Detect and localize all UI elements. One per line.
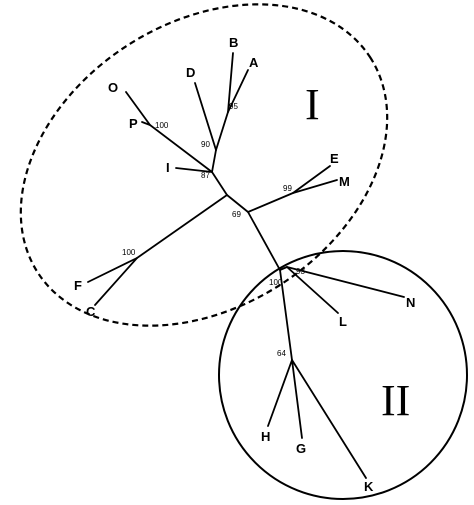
tip-label-G: G bbox=[296, 441, 306, 456]
branch-root-to-clade2 bbox=[279, 266, 288, 271]
branch-root-to-HGK bbox=[279, 269, 293, 361]
branch-H bbox=[267, 359, 293, 427]
tip-label-K: K bbox=[364, 479, 374, 494]
branch-inner-to-upper bbox=[226, 194, 249, 213]
tip-label-I: I bbox=[166, 160, 170, 175]
support-values: 95 90 100 87 99 69 100 93 100 64 bbox=[122, 102, 305, 358]
branch-90-to-95 bbox=[215, 111, 229, 151]
group-1-label: I bbox=[305, 80, 320, 129]
branch-87-to-90 bbox=[211, 149, 217, 173]
branches bbox=[87, 52, 405, 479]
branch-L bbox=[286, 266, 339, 314]
branch-I bbox=[175, 167, 213, 173]
support-value-100-root: 100 bbox=[269, 278, 283, 287]
branch-M bbox=[292, 179, 338, 194]
group-2-outline bbox=[218, 250, 468, 500]
tip-label-H: H bbox=[261, 429, 270, 444]
branch-P bbox=[141, 121, 151, 126]
tip-label-F: F bbox=[74, 278, 82, 293]
branch-A bbox=[227, 69, 249, 113]
support-value-64: 64 bbox=[277, 349, 286, 358]
branch-C bbox=[94, 257, 138, 306]
tip-label-C: C bbox=[86, 304, 96, 319]
tip-label-O: O bbox=[108, 80, 118, 95]
tip-label-B: B bbox=[229, 35, 238, 50]
group-1-outline bbox=[19, 3, 389, 327]
support-value-87: 87 bbox=[201, 171, 210, 180]
branch-N bbox=[286, 266, 405, 298]
tip-label-L: L bbox=[339, 314, 347, 329]
support-value-90: 90 bbox=[201, 140, 210, 149]
support-value-99: 99 bbox=[283, 184, 292, 193]
support-value-95: 95 bbox=[229, 102, 238, 111]
branch-O bbox=[125, 91, 151, 126]
support-value-100-op: 100 bbox=[155, 121, 169, 130]
branch-F bbox=[87, 257, 138, 283]
tip-label-D: D bbox=[186, 65, 195, 80]
branch-87-to-OP bbox=[149, 124, 213, 173]
support-value-69: 69 bbox=[232, 210, 241, 219]
tip-label-N: N bbox=[406, 295, 415, 310]
tip-labels: B A D O P I E M F C N L H G K bbox=[74, 35, 415, 494]
group-2-label: II bbox=[381, 376, 410, 425]
branch-D bbox=[194, 82, 217, 151]
support-value-93: 93 bbox=[296, 267, 305, 276]
tip-label-E: E bbox=[330, 151, 339, 166]
tip-label-A: A bbox=[249, 55, 259, 70]
branch-upper-to-87 bbox=[211, 171, 228, 196]
branch-root-to-inner bbox=[247, 211, 281, 271]
tip-label-M: M bbox=[339, 174, 350, 189]
support-value-100-fc: 100 bbox=[122, 248, 136, 257]
branch-B bbox=[227, 52, 234, 113]
tip-label-P: P bbox=[129, 116, 138, 131]
branch-inner-to-EM bbox=[247, 192, 294, 213]
branch-G bbox=[291, 359, 303, 439]
branch-upper-to-FC bbox=[136, 194, 228, 259]
branch-E bbox=[292, 165, 331, 194]
branch-K bbox=[291, 359, 367, 479]
